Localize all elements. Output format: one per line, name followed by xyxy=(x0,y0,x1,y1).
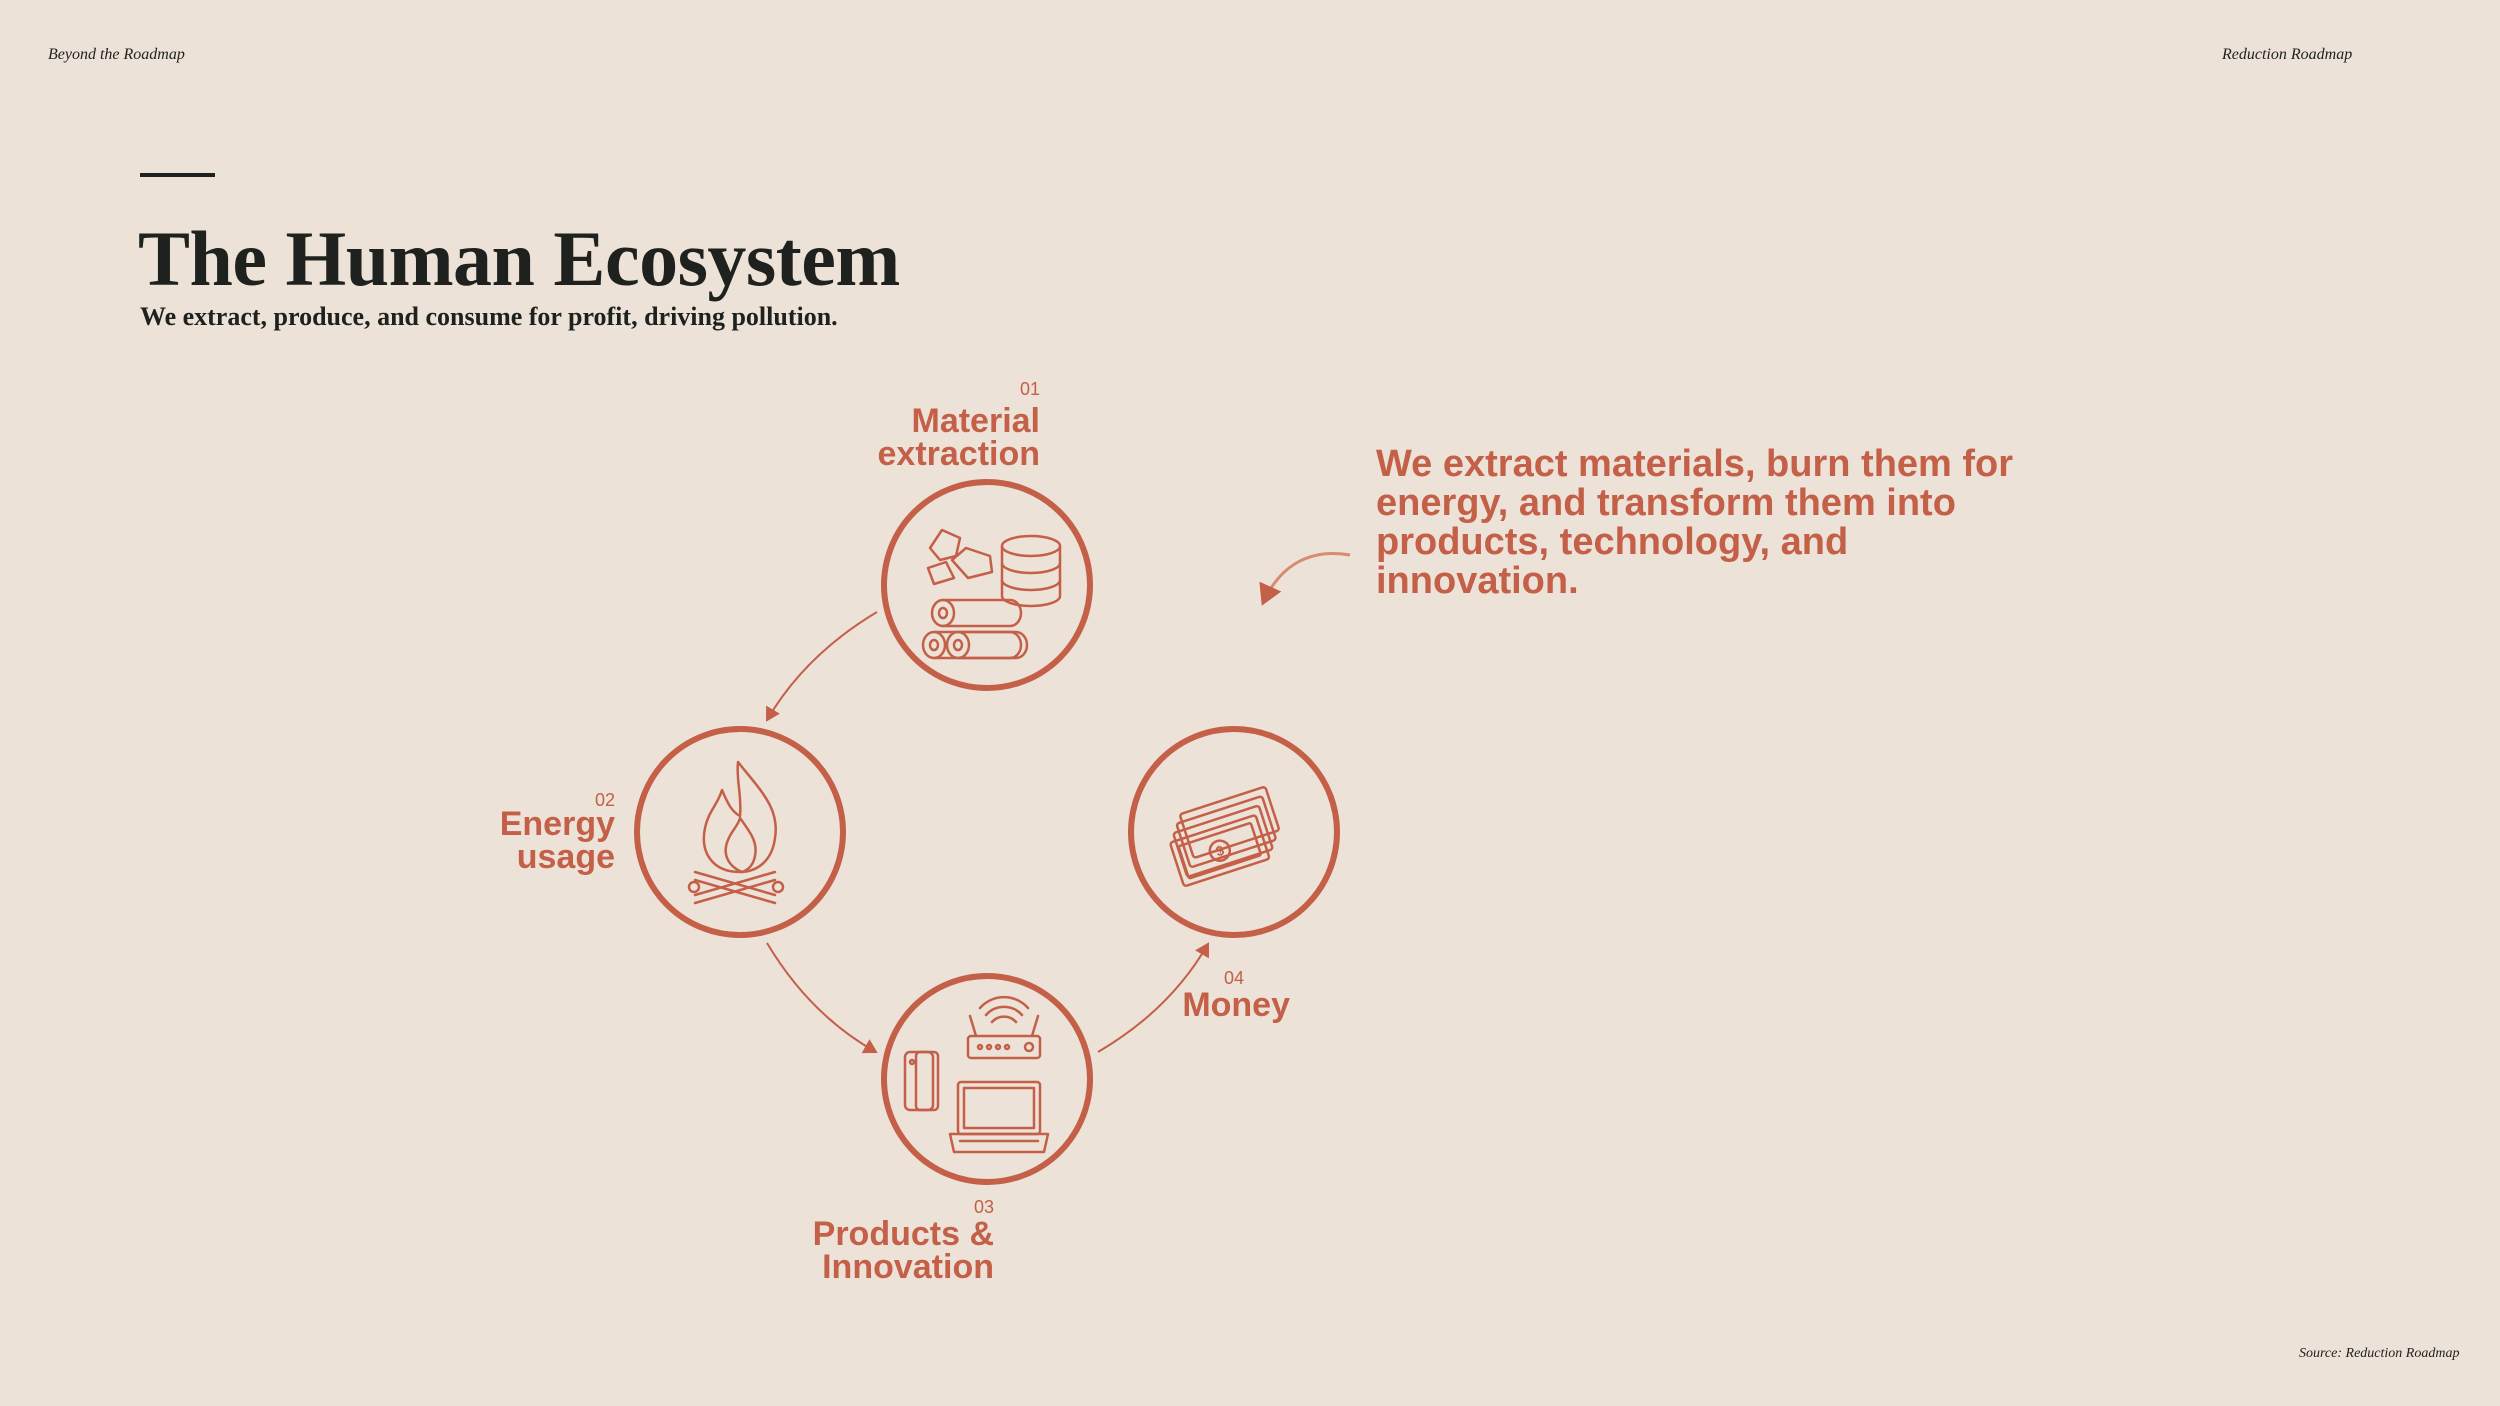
step-label-01-line1: Material xyxy=(912,402,1041,440)
step-number-02: 02 xyxy=(595,790,615,810)
devices-icon xyxy=(903,995,1050,1154)
source-note: Source: Reduction Roadmap xyxy=(2299,1346,2460,1361)
step-circle-products-innovation xyxy=(881,973,1093,1185)
step-label-03-line2: Innovation xyxy=(822,1248,994,1286)
callout-text: We extract materials, burn them for ener… xyxy=(1376,443,2014,602)
step-circle-money xyxy=(1128,726,1340,938)
step-label-02-line2: usage xyxy=(517,838,615,876)
arrow-energy-to-products xyxy=(766,942,878,1054)
page-title: The Human Ecosystem xyxy=(138,215,900,302)
campfire-icon xyxy=(687,760,785,905)
header-left: Beyond the Roadmap xyxy=(48,46,185,63)
header-right: Reduction Roadmap xyxy=(2222,46,2353,63)
step-label-04: Money xyxy=(1182,986,1290,1024)
arrow-extraction-to-energy xyxy=(765,611,878,722)
title-rule xyxy=(140,173,215,177)
step-number-01: 01 xyxy=(1020,379,1040,399)
arrow-products-to-money xyxy=(1097,942,1209,1053)
step-label-01-line2: extraction xyxy=(878,435,1041,473)
svg-text:$: $ xyxy=(1214,842,1227,860)
step-circle-material-extraction xyxy=(881,479,1093,691)
step-number-04: 04 xyxy=(1224,968,1244,988)
step-label-02-line1: Energy xyxy=(500,805,615,843)
step-label-03-line1: Products & xyxy=(813,1215,994,1253)
callout-arrow xyxy=(1259,552,1351,606)
step-circle-energy-usage xyxy=(634,726,846,938)
raw-materials-icon xyxy=(921,528,1062,660)
step-number-03: 03 xyxy=(974,1197,994,1217)
money-icon: $ xyxy=(1169,786,1280,887)
page-subtitle: We extract, produce, and consume for pro… xyxy=(140,302,838,331)
